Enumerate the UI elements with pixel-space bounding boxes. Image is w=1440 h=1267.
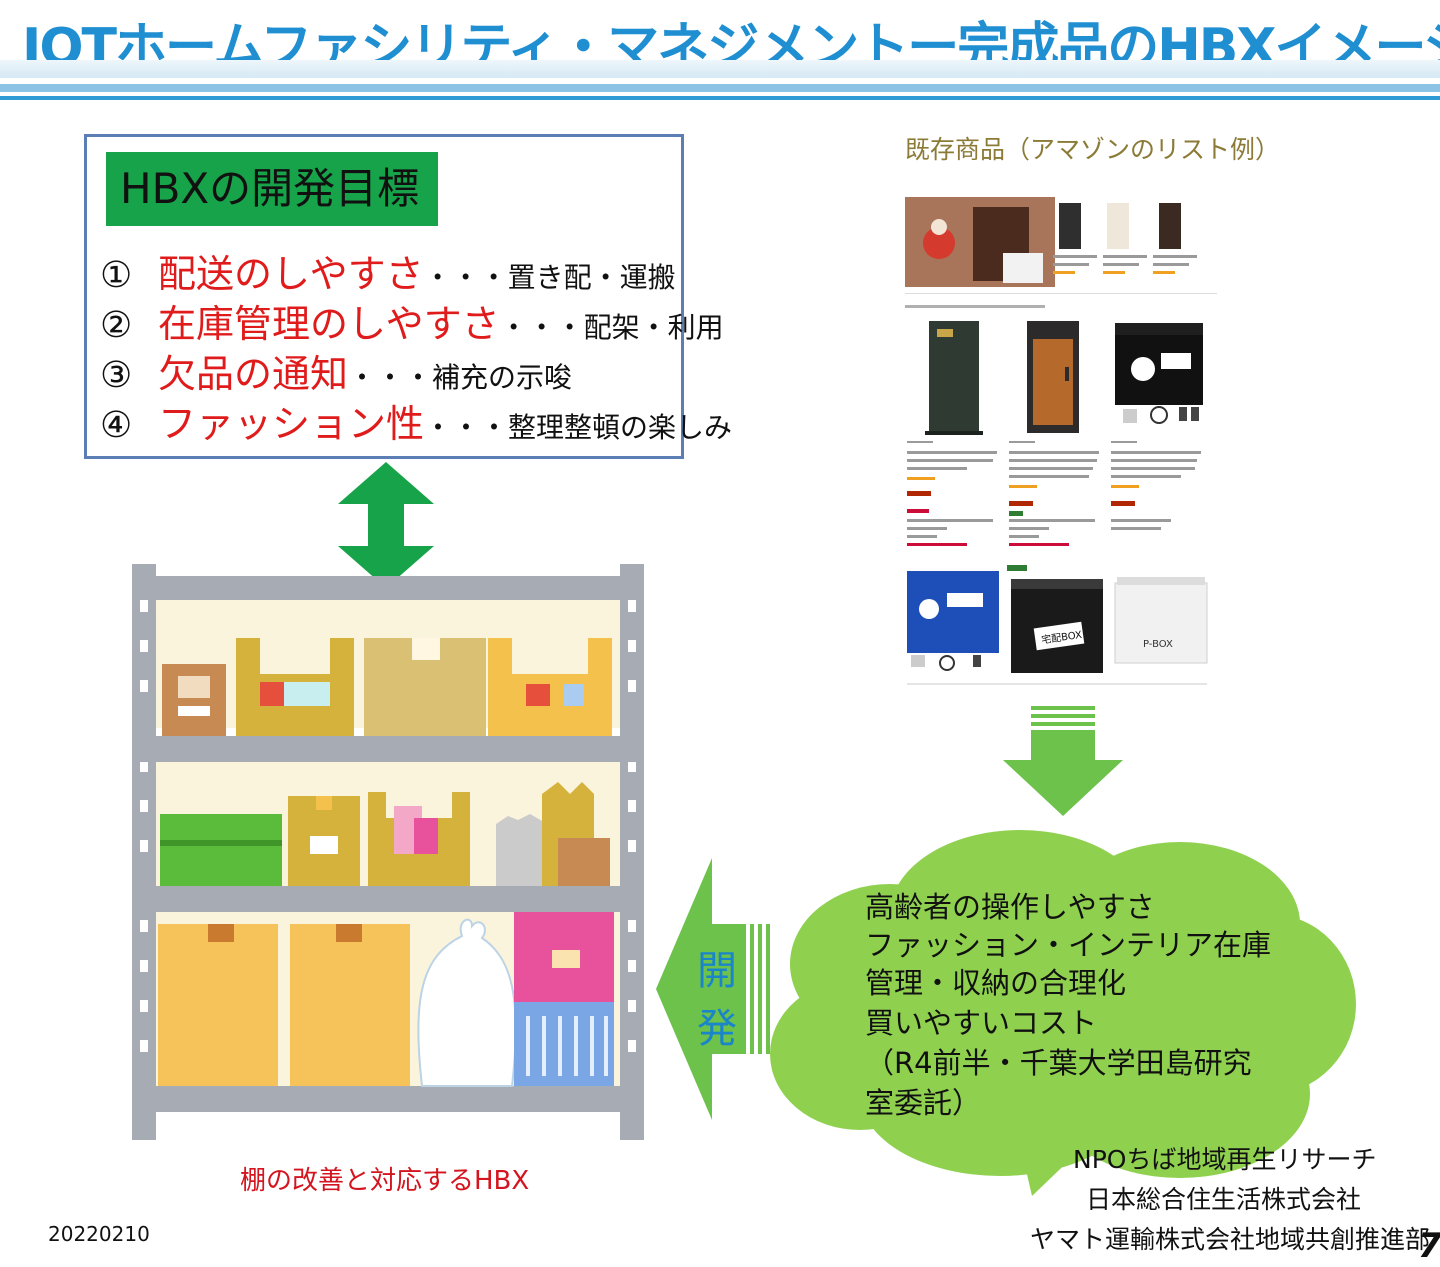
box-small-brown	[162, 664, 226, 736]
bag-gray	[496, 814, 544, 886]
product-dark-green-box	[925, 321, 983, 435]
goal-key: 配送のしやすさ	[158, 252, 424, 296]
goal-dots: ・・・	[424, 411, 509, 444]
goal-item: ② 在庫管理のしやすさ・・・配架・利用	[100, 298, 724, 350]
down-arrow-icon	[1003, 706, 1123, 816]
shelf-board	[132, 736, 644, 762]
thumb-box	[1159, 203, 1181, 249]
cloud-shape	[770, 830, 1356, 1196]
goal-item: ① 配送のしやすさ・・・置き配・運搬	[100, 248, 676, 300]
box-mid-olive	[288, 796, 360, 886]
cloud-line: （R4前半・千葉大学田島研究	[865, 1046, 1252, 1080]
box-mid-pink	[368, 792, 470, 886]
cloud-line: ファッション・インテリア在庫	[865, 928, 1272, 962]
develop-char: 発	[697, 1006, 737, 1052]
page-number: 7	[1418, 1226, 1440, 1266]
box-big-orange	[158, 924, 278, 1086]
box-open-olive	[236, 638, 354, 736]
cloud-line: 高齢者の操作しやすさ	[865, 890, 1155, 924]
goal-item: ④ ファッション性・・・整理整頓の楽しみ	[100, 398, 732, 450]
goal-key: 欠品の通知	[158, 352, 349, 396]
org-name: 日本総合住生活株式会社	[1086, 1185, 1362, 1214]
goal-desc: 補充の示唆	[432, 361, 573, 394]
shelf-caption: 棚の改善と対応するHBX	[240, 1166, 530, 1196]
document-date: 20220210	[48, 1222, 150, 1246]
box-closed-tan	[364, 638, 486, 736]
goal-dots: ・・・	[348, 361, 433, 394]
product-list-image: 宅配BOX P-BOX	[903, 193, 1219, 690]
cloud-line: 管理・収納の合理化	[865, 966, 1127, 1000]
thumb-box	[1107, 203, 1129, 249]
shelf-board	[132, 886, 644, 912]
goal-number: ③	[100, 355, 133, 396]
goal-desc: 置き配・運搬	[507, 261, 676, 294]
box-pink-crate	[514, 912, 614, 1086]
box-big-orange	[290, 924, 410, 1086]
goal-number: ④	[100, 405, 133, 446]
shelf-illustration	[132, 564, 644, 1140]
shelf-board	[132, 1086, 644, 1112]
product-blue-box	[907, 571, 999, 671]
box-label: P-BOX	[1143, 639, 1173, 650]
header-stripe-thin	[0, 96, 1440, 100]
org-name: ヤマト運輸株式会社地域共創推進部	[1030, 1225, 1431, 1254]
product-black-foldable	[1115, 323, 1203, 424]
product-white-box: P-BOX	[1114, 577, 1208, 664]
header-stripe-light	[0, 60, 1440, 78]
develop-char: 開	[697, 948, 737, 994]
product-wood-box	[1027, 321, 1079, 433]
box-stack-green	[160, 814, 282, 886]
goal-heading: HBXの開発目標	[106, 152, 438, 226]
goal-key: ファッション性	[158, 402, 425, 446]
goal-desc: 整理整頓の楽しみ	[508, 411, 733, 444]
box-mid-brown	[542, 782, 610, 886]
header-stripe-dark	[0, 84, 1440, 92]
goal-key: 在庫管理のしやすさ	[158, 302, 500, 346]
thumb-box	[1059, 203, 1081, 249]
goal-dots: ・・・	[499, 311, 584, 344]
product-black-delivery-box: 宅配BOX	[1007, 565, 1103, 673]
bag-white	[417, 918, 517, 1087]
double-arrow-icon	[338, 462, 434, 588]
product-caption: 既存商品（アマゾンのリスト例）	[905, 135, 1281, 164]
left-arrow-icon	[656, 858, 770, 1120]
shelf-board	[132, 576, 644, 600]
cloud-line: 買いやすいコスト	[865, 1006, 1098, 1040]
goal-desc: 配架・利用	[583, 311, 724, 344]
goal-number: ②	[100, 305, 133, 346]
goal-item: ③ 欠品の通知・・・補充の示唆	[100, 348, 572, 400]
box-open-yellow	[488, 638, 612, 736]
org-name: NPOちば地域再生リサーチ	[1073, 1145, 1377, 1174]
goal-number: ①	[100, 255, 133, 296]
goal-dots: ・・・	[423, 261, 508, 294]
cloud-line: 室委託）	[865, 1086, 982, 1120]
